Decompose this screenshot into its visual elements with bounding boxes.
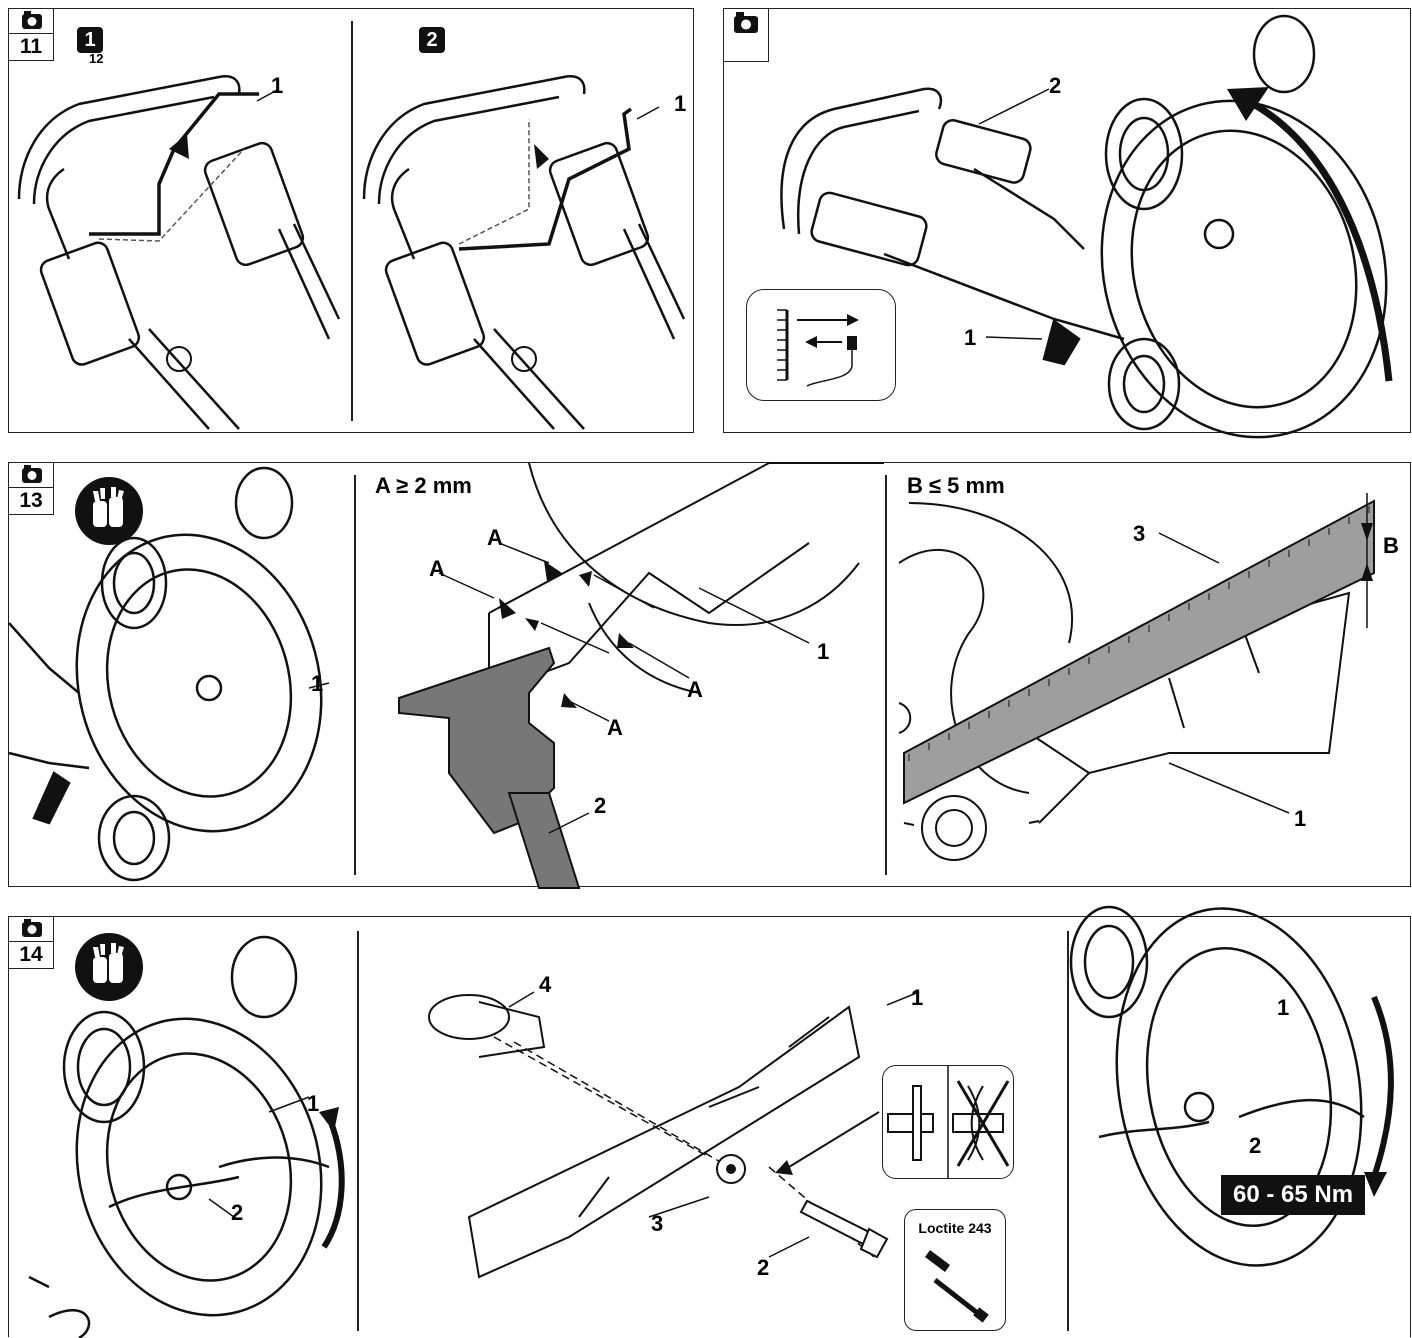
measure-mark-a: A (607, 715, 623, 740)
measure-mark-a: A (429, 556, 445, 581)
disconnect-spark-plug-inset (746, 289, 896, 401)
loctite-inset: Loctite 243 (904, 1209, 1006, 1331)
callout-3: 3 (651, 1211, 664, 1236)
callout-1: 1 (307, 1091, 320, 1116)
blade-measure-illustration (8, 462, 1375, 889)
panel-divider (357, 931, 359, 1331)
figure-number: 13 (19, 489, 43, 512)
figure-13-panel: 13 (8, 462, 1411, 889)
callout-1: 1 (674, 91, 687, 116)
bolt-icon (925, 1250, 989, 1323)
callout-1: 1 (271, 73, 284, 98)
camera-icon (9, 9, 53, 34)
callout-2: 2 (1049, 73, 1062, 98)
torque-spec-badge: 60 - 65 Nm (1221, 1175, 1366, 1215)
measure-mark-a: A (687, 677, 703, 702)
spark-plug-icon (777, 309, 859, 387)
washer-orientation-inset (882, 1065, 1014, 1179)
handle-cable-illustration-1 (17, 75, 686, 430)
callout-4: 4 (539, 972, 552, 997)
callout-2: 2 (1249, 1133, 1262, 1158)
figure-12-tag (724, 9, 769, 62)
figure-14-panel: 14 (8, 905, 1411, 1338)
panel-divider (354, 475, 356, 875)
camera-icon (724, 9, 768, 61)
mower-tilted-illustration (780, 14, 1393, 439)
panel-a-header: A ≥ 2 mm (375, 473, 472, 498)
gloves-icon (75, 933, 143, 1001)
callout-b: B (1383, 533, 1399, 558)
gloves-icon (75, 477, 143, 545)
callout-1: 1 (817, 639, 830, 664)
callout-3: 3 (1133, 521, 1146, 546)
panel-divider (351, 21, 353, 421)
loctite-label: Loctite 243 (918, 1220, 992, 1236)
figure-14-tag: 14 (9, 917, 54, 969)
callout-1: 1 (911, 985, 924, 1010)
callout-1: 1 (311, 671, 324, 696)
blade-install-illustration (28, 905, 1394, 1338)
washer-orientation-icon (887, 1066, 1010, 1178)
camera-icon (9, 463, 53, 488)
callout-1: 1 (1294, 806, 1307, 831)
figure-12-panel: 2 1 (723, 8, 1411, 439)
camera-icon (9, 917, 53, 942)
callout-2: 2 (757, 1255, 770, 1280)
callout-1: 1 (964, 325, 977, 350)
figure-11-panel: 11 1 12 2 (8, 8, 694, 433)
step-1-sub: 12 (89, 51, 104, 66)
panel-divider (885, 475, 887, 875)
panel-b-header: B ≤ 5 mm (907, 473, 1005, 498)
figure-number: 11 (19, 35, 43, 58)
figure-number: 14 (19, 943, 43, 966)
callout-2: 2 (231, 1200, 244, 1225)
callout-2: 2 (594, 793, 607, 818)
step-2-badge: 2 (419, 27, 445, 53)
measure-mark-a: A (487, 525, 503, 550)
callout-1: 1 (1277, 995, 1290, 1020)
figure-11-tag: 11 (9, 9, 54, 61)
figure-13-tag: 13 (9, 463, 54, 515)
panel-divider (1067, 931, 1069, 1331)
step-1-badge: 1 (77, 27, 103, 53)
